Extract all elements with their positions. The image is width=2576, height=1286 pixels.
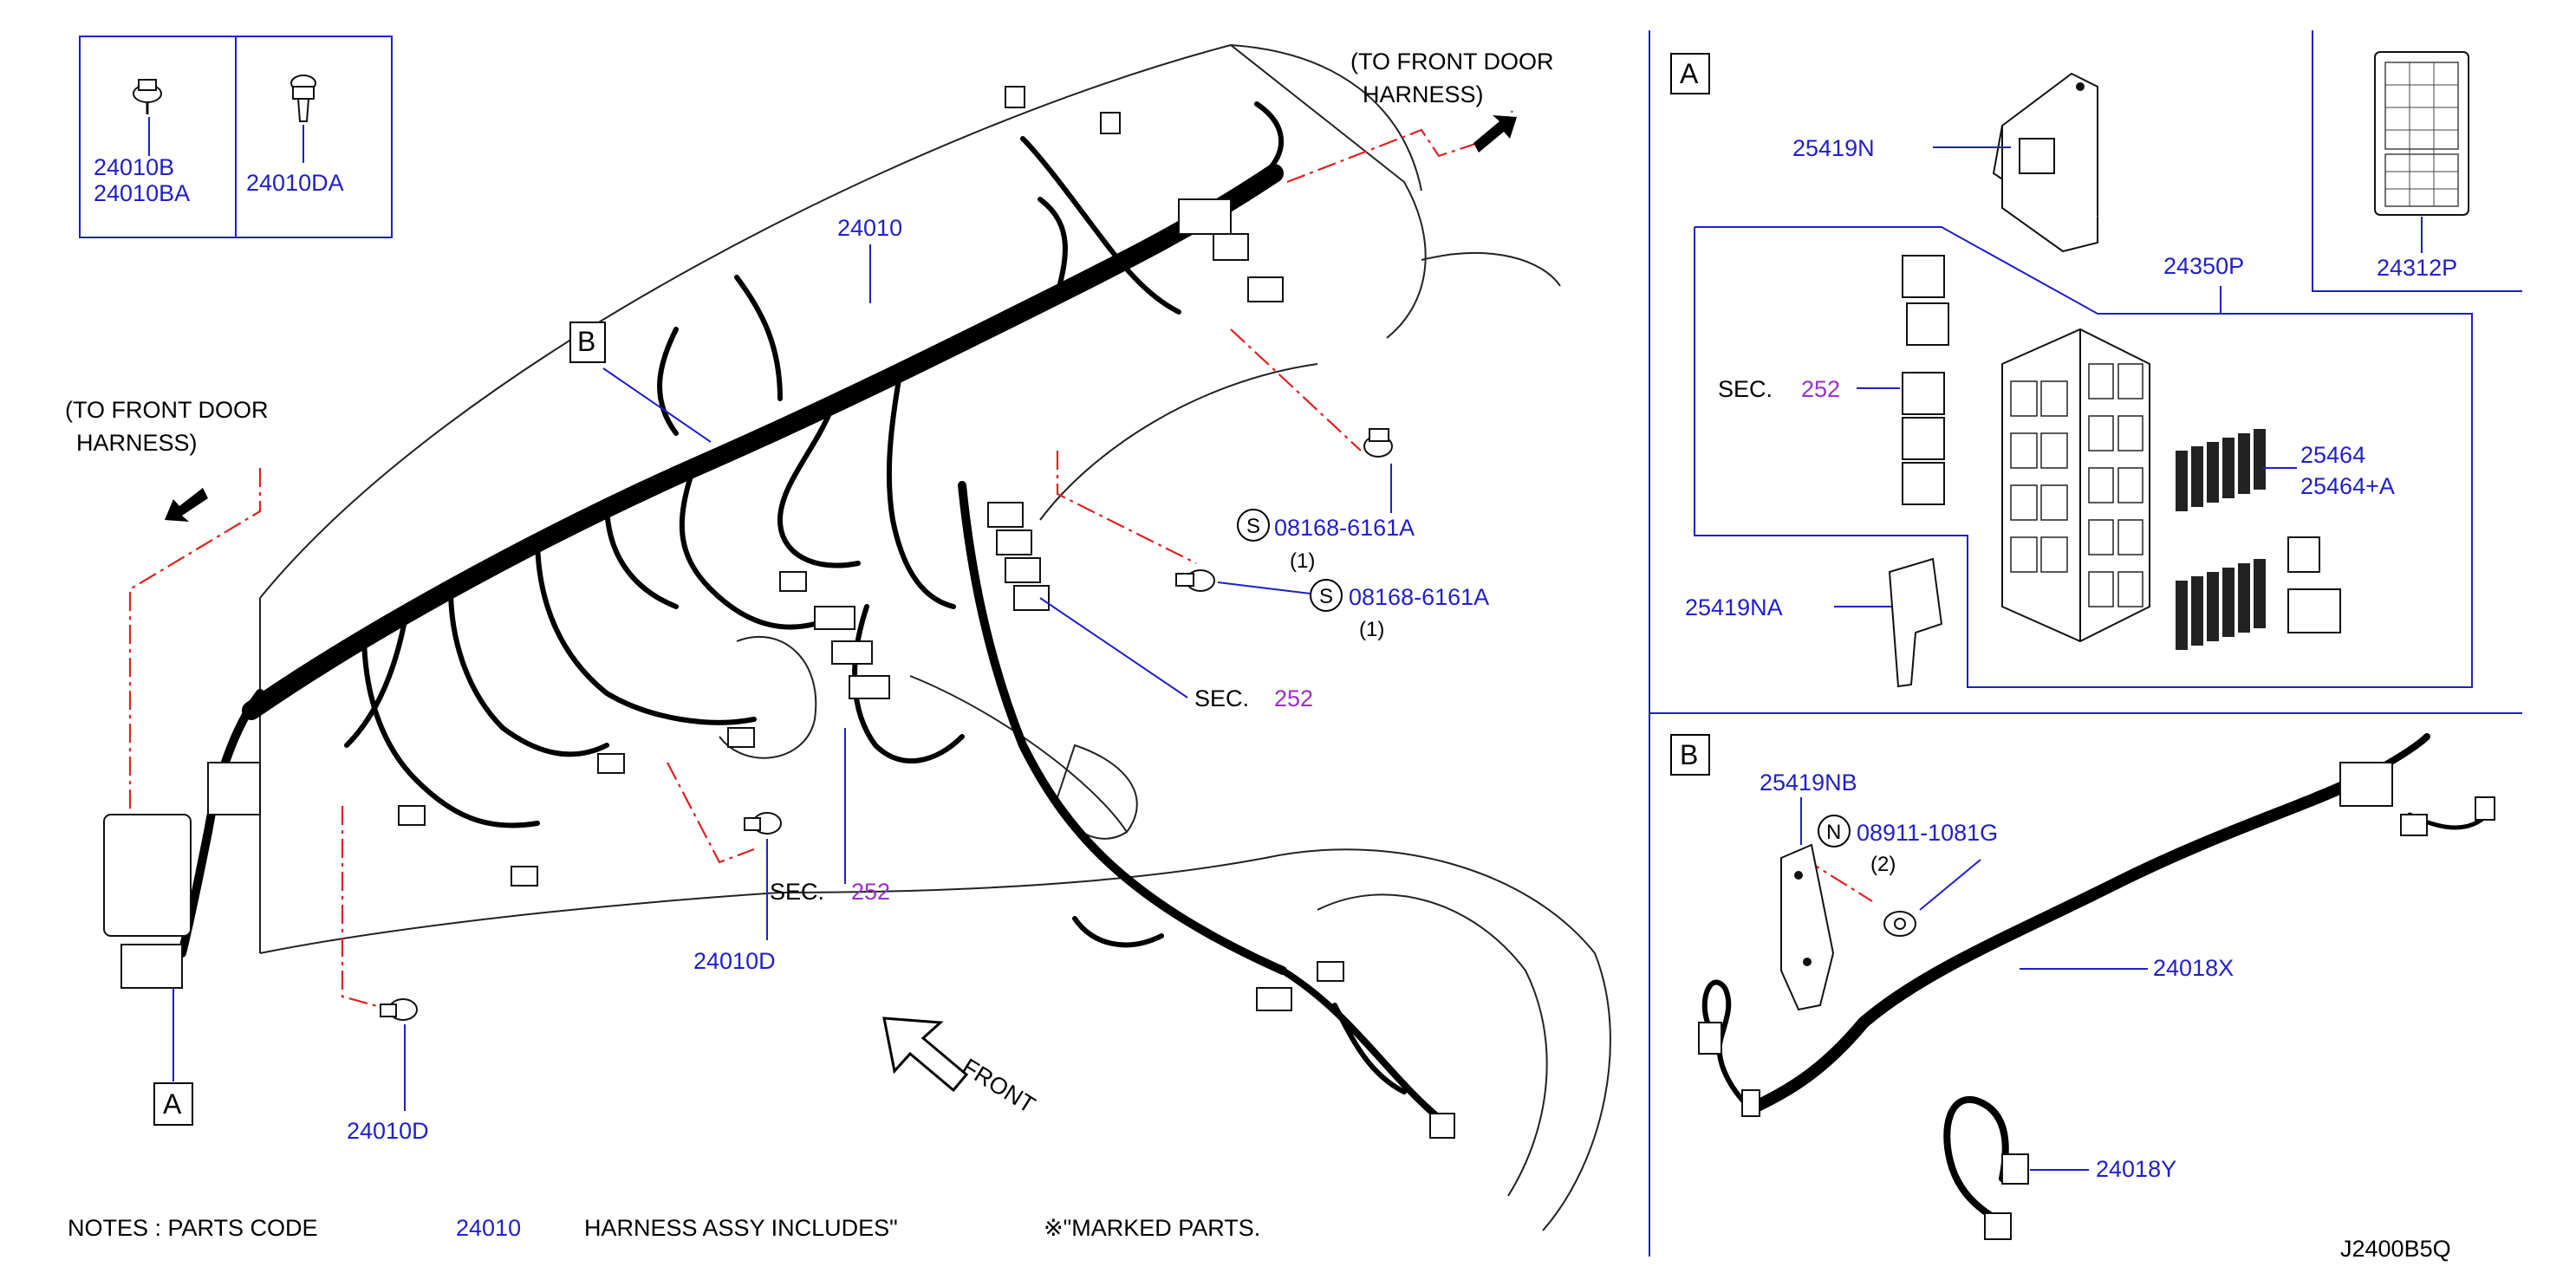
- label-sheet-24312p-icon: [2374, 51, 2469, 216]
- part-label-24350p[interactable]: 24350P: [2163, 253, 2244, 279]
- sec-prefix-main-right: SEC.: [1194, 685, 1249, 711]
- part-label-25464-a[interactable]: 25464+A: [2300, 473, 2395, 499]
- door-harness-right-line2: HARNESS): [1363, 81, 1484, 107]
- part-label-24010d-center[interactable]: 24010D: [693, 948, 776, 974]
- s-symbol-1: S: [1246, 515, 1260, 538]
- bracket-25419na-icon: [1888, 557, 1943, 688]
- callout-a-text: A: [163, 1088, 182, 1120]
- part-label-24010[interactable]: 24010: [837, 215, 902, 241]
- panel-a: A 24312P 25419N 24350P: [1670, 30, 2522, 688]
- callout-b-text: B: [577, 326, 595, 357]
- sec-number-main-center[interactable]: 252: [851, 879, 890, 905]
- part-label-24312p[interactable]: 24312P: [2377, 255, 2457, 281]
- main-harness-24010[interactable]: [178, 101, 1442, 1121]
- main-labels: (TO FRONT DOOR HARNESS) (TO FRONT DOOR H…: [65, 49, 1554, 1144]
- part-label-25419n[interactable]: 25419N: [1792, 135, 1875, 161]
- panel-a-tag: A: [1680, 58, 1699, 89]
- bracket-25419n-icon: [1992, 72, 2098, 253]
- part-label-24010b[interactable]: 24010B: [94, 154, 174, 180]
- part-label-08911-1081g[interactable]: 08911-1081G: [1857, 820, 1998, 846]
- dashboard-outline: [259, 43, 1611, 1231]
- front-arrow-icon: [882, 1016, 969, 1093]
- sec-number-panel-a[interactable]: 252: [1801, 376, 1840, 402]
- sec-number-main-right[interactable]: 252: [1274, 685, 1313, 711]
- sub-harness-24018y[interactable]: [1943, 1095, 2029, 1240]
- panel-b: B 25419NB 08911-1081G (2): [1670, 733, 2495, 1240]
- clip-24010da-icon: [290, 75, 316, 163]
- panel-b-tag: B: [1680, 739, 1698, 770]
- panel-dividers: [1649, 30, 2522, 1257]
- notes-suffix: HARNESS ASSY INCLUDES": [584, 1215, 898, 1241]
- sec-prefix-main-center: SEC.: [770, 879, 824, 905]
- part-label-08168-6161a-2[interactable]: 08168-6161A: [1349, 584, 1489, 610]
- part-label-08168-6161a-1[interactable]: 08168-6161A: [1274, 515, 1415, 541]
- leaders-main: [172, 244, 1392, 1111]
- callout-box-a[interactable]: A: [153, 1082, 193, 1126]
- bolt-icons-main: [380, 428, 1393, 1021]
- sub-harness-24018x[interactable]: [1698, 733, 2495, 1117]
- front-label: FRONT: [958, 1054, 1040, 1119]
- door-harness-left-line2: HARNESS): [76, 430, 198, 456]
- fuse-block-24350p-icon: [2001, 328, 2150, 643]
- part-label-25419nb[interactable]: 25419NB: [1760, 770, 1857, 796]
- qty-08911-1081g: (2): [1870, 853, 1896, 876]
- diagram-id: J2400B5Q: [2340, 1236, 2451, 1262]
- part-label-25464[interactable]: 25464: [2300, 442, 2365, 468]
- clip-24010b-icon: [133, 79, 162, 156]
- part-label-24010da[interactable]: 24010DA: [246, 170, 344, 196]
- notes-marked: ※"MARKED PARTS.: [1044, 1215, 1260, 1241]
- sec-prefix-panel-a: SEC.: [1718, 376, 1773, 402]
- part-label-24010ba[interactable]: 24010BA: [94, 180, 190, 206]
- callout-box-b[interactable]: B: [569, 322, 606, 363]
- notes-code[interactable]: 24010: [456, 1215, 521, 1241]
- notes-line: NOTES : PARTS CODE 24010 HARNESS ASSY IN…: [68, 1215, 1260, 1241]
- part-label-24010d-bottom[interactable]: 24010D: [347, 1118, 429, 1144]
- fastener-box: 24010B 24010BA 24010DA: [79, 36, 393, 238]
- symbol-circles: S S N: [1237, 509, 1851, 848]
- relay-icons: [1902, 255, 1949, 505]
- nut-icon: [1883, 911, 1916, 937]
- part-label-24018x[interactable]: 24018X: [2153, 955, 2234, 981]
- door-harness-left-line1: (TO FRONT DOOR: [65, 397, 269, 423]
- part-label-25419na[interactable]: 25419NA: [1685, 594, 1783, 620]
- door-harness-arrows: [165, 115, 1517, 522]
- notes-prefix: NOTES : PARTS CODE: [68, 1215, 318, 1241]
- qty-08168-6161a-1: (1): [1290, 549, 1315, 573]
- bracket-25419nb-icon: [1780, 843, 1835, 1011]
- harness-connectors: [103, 86, 1455, 1139]
- n-symbol: N: [1826, 821, 1841, 844]
- fuse-icons-25464: [2176, 429, 2266, 650]
- part-label-24018y[interactable]: 24018Y: [2096, 1156, 2176, 1182]
- door-harness-right-line1: (TO FRONT DOOR: [1350, 49, 1554, 75]
- s-symbol-2: S: [1319, 585, 1333, 608]
- qty-08168-6161a-2: (1): [1359, 618, 1384, 641]
- phantom-lines: [128, 110, 1873, 1011]
- fuse-holder-icons: [2287, 536, 2341, 633]
